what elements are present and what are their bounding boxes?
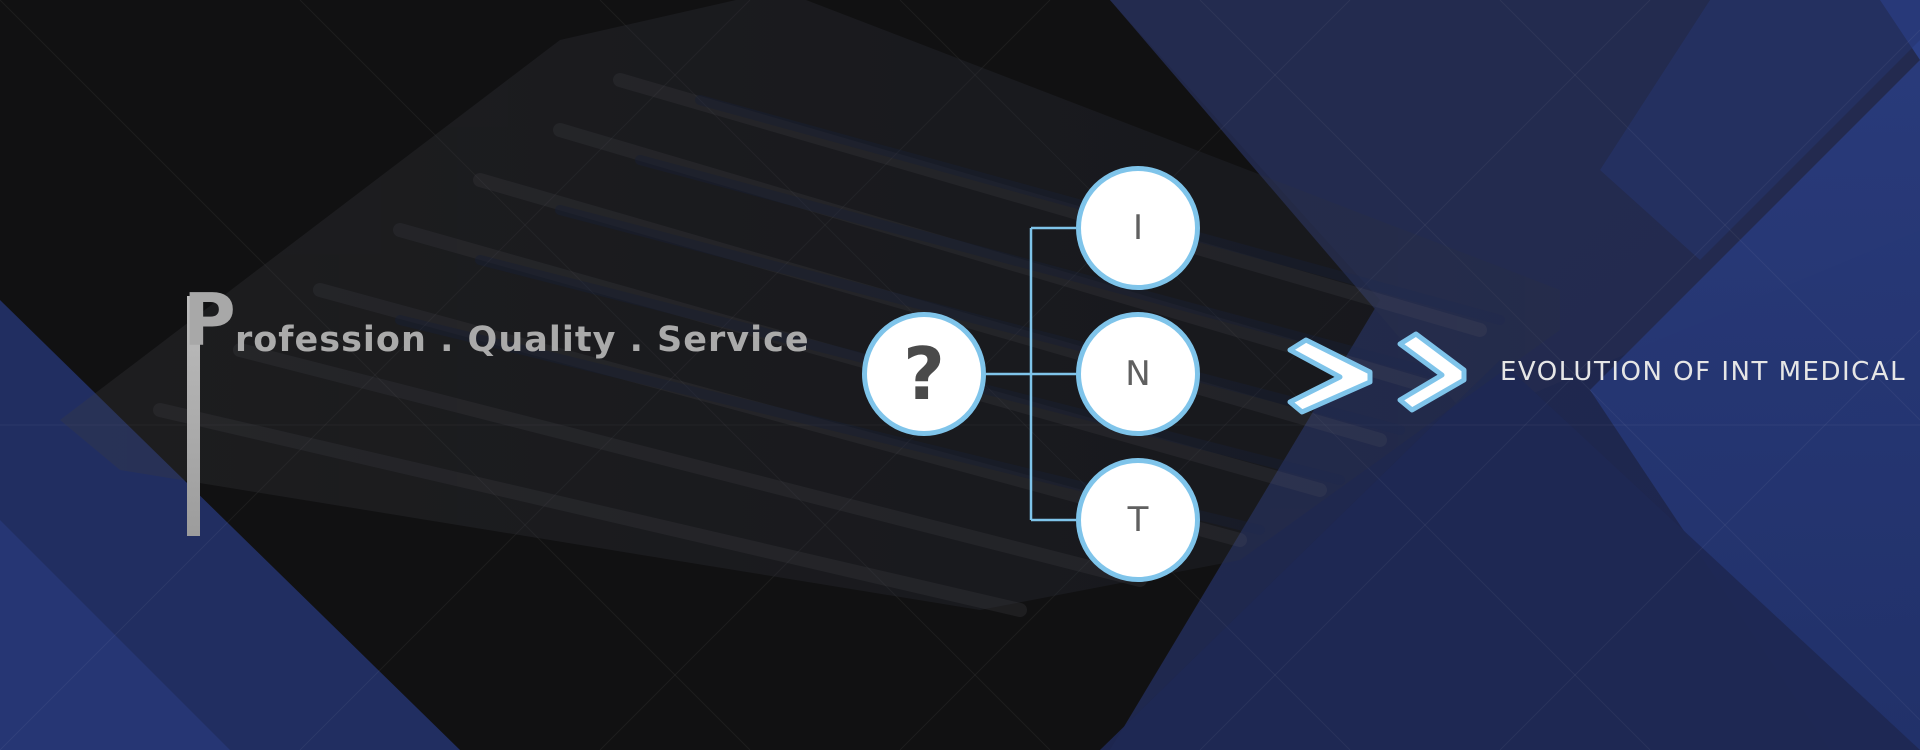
- node-n: N: [1076, 312, 1200, 436]
- tagline-initial: P: [183, 278, 236, 362]
- double-chevron-right-icon: [1287, 331, 1467, 415]
- tagline-text: rofession . Quality . Service: [235, 320, 810, 360]
- node-t: T: [1076, 458, 1200, 582]
- evolution-title: EVOLUTION OF INT MEDICAL: [1500, 357, 1907, 387]
- tagline: P rofession . Quality . Service: [183, 284, 823, 541]
- node-i: I: [1076, 166, 1200, 290]
- question-node: ?: [862, 312, 986, 436]
- tree-connector-lines: [986, 226, 1076, 522]
- tagline-accent-bar: [187, 296, 200, 536]
- int-tree-diagram: ? I N T: [860, 160, 1220, 590]
